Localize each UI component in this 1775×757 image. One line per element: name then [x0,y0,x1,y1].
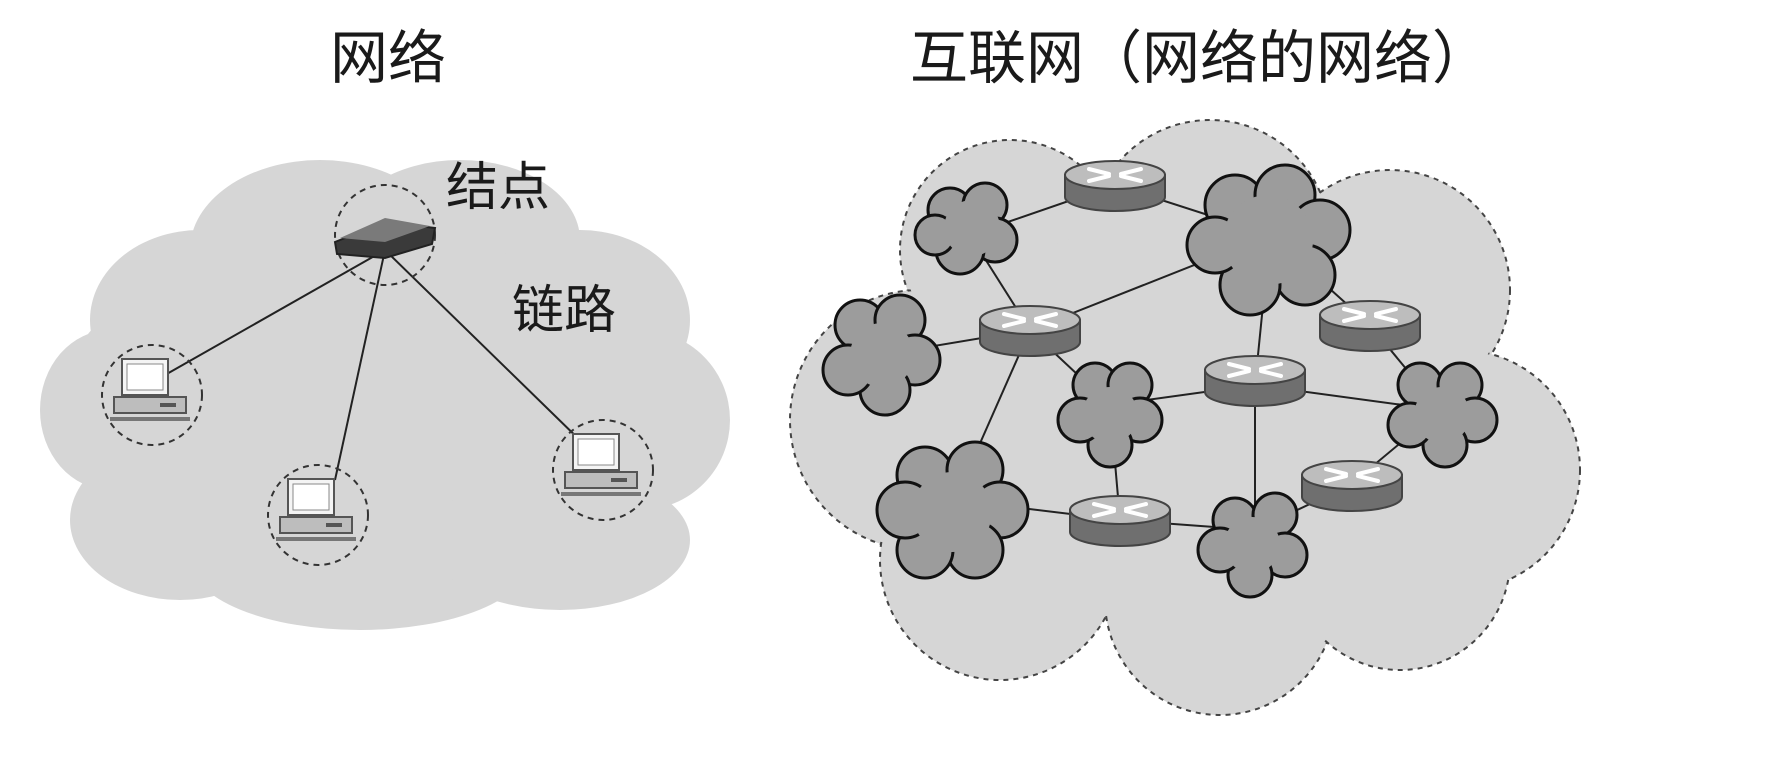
subnet-cloud [821,163,1499,599]
left-title: 网络 [330,24,446,92]
node-label: 结点 [446,158,550,218]
router-icon [1203,354,1307,408]
host-computer-icon [267,464,369,566]
host-computer-icon [552,419,654,521]
router-icon [1068,494,1172,548]
switch-icon [333,184,437,286]
network-cloud [40,160,730,630]
right-internet: 互联网（网络的网络） [789,24,1581,716]
host-computer-icon [101,344,203,446]
router-icon [1300,459,1404,513]
left-network: 网络 结点 链路 [40,24,730,630]
router-icon [1063,159,1167,213]
links [164,249,591,481]
router-icon [978,304,1082,358]
link-label: 链路 [512,281,616,341]
right-title: 互联网（网络的网络） [910,24,1490,92]
router-icon [1318,299,1422,353]
